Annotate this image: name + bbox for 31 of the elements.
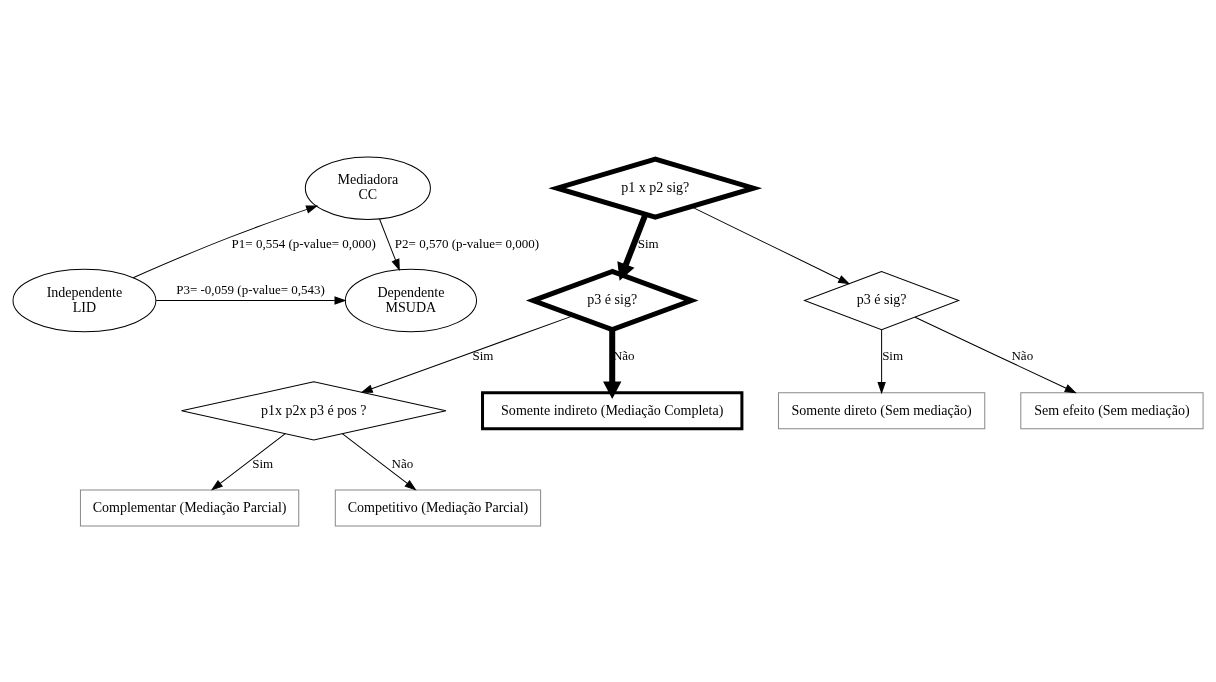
edge-label: Sim xyxy=(252,455,274,471)
arrow xyxy=(690,205,850,284)
edge-label: Não xyxy=(391,455,414,471)
node-box: Somente indireto (Mediação Completa) xyxy=(481,390,744,430)
arrow xyxy=(914,316,1076,393)
node-diamond: p1 x p2 sig? xyxy=(548,156,763,220)
edge-label: P3= -0,059 (p-value= 0,543) xyxy=(176,281,325,297)
arrow xyxy=(361,314,574,393)
edge-label: P2= 0,570 (p-value= 0,000) xyxy=(394,235,540,251)
node-box: Competitivo (Mediação Parcial) xyxy=(334,488,542,526)
arrow xyxy=(132,205,318,278)
edge-label: Não xyxy=(1011,347,1034,363)
node-ellipse: Independente LID xyxy=(12,268,157,332)
arrow xyxy=(379,218,400,270)
edge-label: Sim xyxy=(637,235,659,251)
arrow xyxy=(211,432,286,490)
node-diamond: p3 é sig? xyxy=(525,268,699,332)
edge-label: Sim xyxy=(882,347,904,363)
arrow xyxy=(603,329,622,399)
arrow xyxy=(155,296,346,305)
node-ellipse: Dependente MSUDA xyxy=(344,268,478,332)
node-diamond: p1x p2x p3 é pos ? xyxy=(181,380,447,440)
arrow xyxy=(341,432,416,490)
arrow xyxy=(617,212,649,281)
edge-label: P1= 0,554 (p-value= 0,000) xyxy=(231,235,376,251)
node-box: Somente direto (Sem mediação) xyxy=(777,391,986,429)
edge-label: Sim xyxy=(472,347,494,363)
arrow xyxy=(877,328,886,393)
node-box: Complementar (Mediação Parcial) xyxy=(79,488,300,526)
node-diamond: p3 é sig? xyxy=(804,270,960,330)
node-box: Sem efeito (Sem mediação) xyxy=(1020,391,1204,429)
